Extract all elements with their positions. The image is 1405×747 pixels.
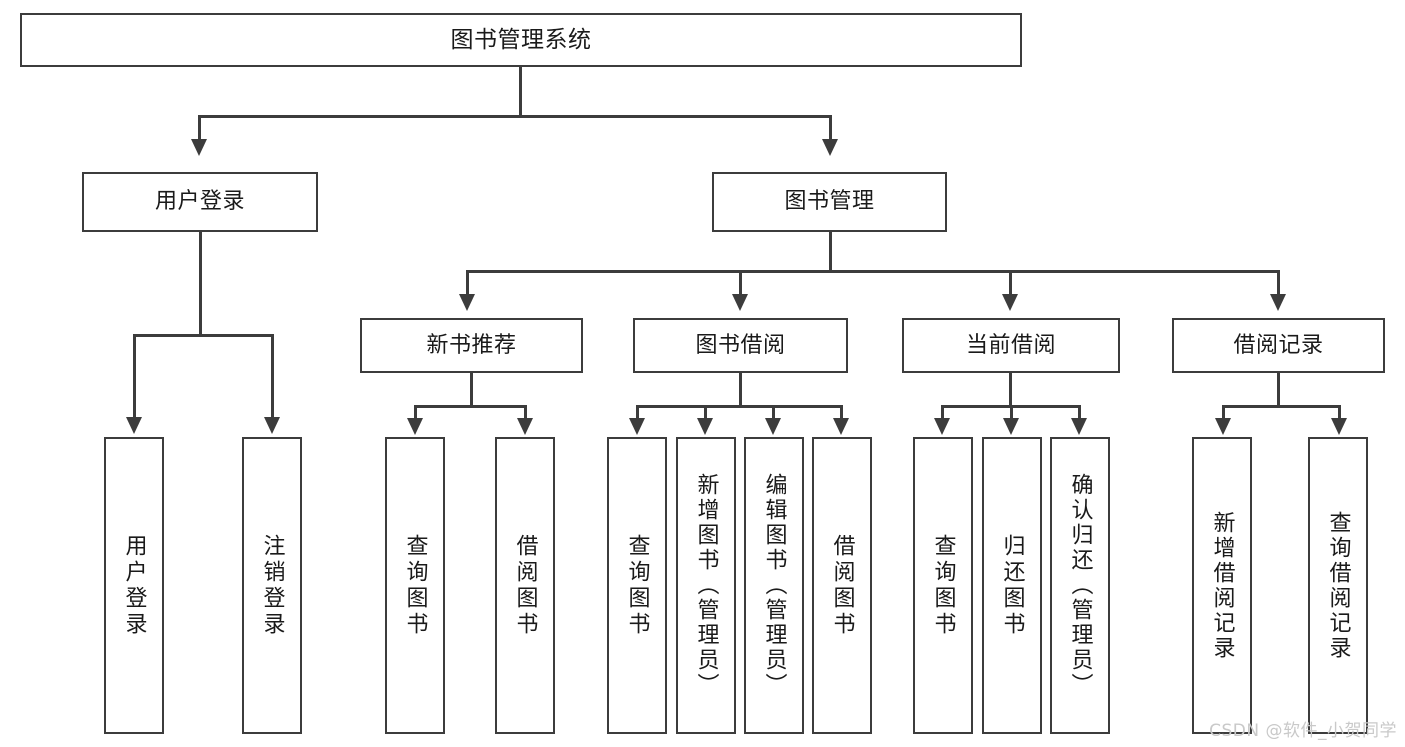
arrow-book-borrow-leaf3 <box>765 418 781 435</box>
connector-to-book-manage <box>829 115 832 141</box>
node-label: 图书借阅 <box>695 332 786 358</box>
leaf-book-edit-admin[interactable]: 编辑图书（管理员） <box>744 437 804 734</box>
connector-user-login-bus <box>133 334 273 337</box>
arrow-book-borrow-leaf2 <box>697 418 713 435</box>
arrow-to-current-borrow <box>1002 294 1018 311</box>
arrow-book-borrow-leaf1 <box>629 418 645 435</box>
connector-user-login-leaf2 <box>271 334 274 419</box>
connector-book-borrow-leaf1 <box>636 405 639 420</box>
connector-user-login-stem <box>199 232 202 334</box>
connector-book-borrow-stem <box>739 373 742 407</box>
arrow-user-login-leaf1 <box>126 417 142 434</box>
node-label: 新增借阅记录 <box>1209 510 1235 661</box>
node-label: 查询借阅记录 <box>1325 510 1351 661</box>
node-label: 编辑图书（管理员） <box>761 473 787 698</box>
connector-new-book-stem <box>470 373 473 407</box>
node-book-borrow[interactable]: 图书借阅 <box>633 318 848 373</box>
connector-to-current-borrow <box>1009 270 1012 296</box>
connector-to-user-login <box>198 115 201 141</box>
connector-current-borrow-leaf3 <box>1078 405 1081 420</box>
connector-user-login-leaf1 <box>133 334 136 419</box>
node-root-system[interactable]: 图书管理系统 <box>20 13 1022 67</box>
leaf-current-confirm-admin[interactable]: 确认归还（管理员） <box>1050 437 1110 734</box>
connector-to-new-book <box>466 270 469 296</box>
arrow-to-user-login <box>191 139 207 156</box>
connector-level2-bus <box>198 115 832 118</box>
connector-current-borrow-leaf1 <box>941 405 944 420</box>
leaf-book-borrow-action[interactable]: 借阅图书 <box>812 437 872 734</box>
node-label: 借阅图书 <box>829 533 855 638</box>
connector-borrow-record-leaf1 <box>1222 405 1225 420</box>
node-label: 查询图书 <box>402 533 428 638</box>
leaf-current-query[interactable]: 查询图书 <box>913 437 973 734</box>
node-label: 借阅记录 <box>1233 332 1324 358</box>
connector-current-borrow-stem <box>1009 373 1012 407</box>
node-user-login[interactable]: 用户登录 <box>82 172 318 232</box>
node-current-borrow[interactable]: 当前借阅 <box>902 318 1120 373</box>
arrow-new-book-leaf2 <box>517 418 533 435</box>
arrow-new-book-leaf1 <box>407 418 423 435</box>
arrow-to-book-borrow <box>732 294 748 311</box>
arrow-user-login-leaf2 <box>264 417 280 434</box>
arrow-borrow-record-leaf2 <box>1331 418 1347 435</box>
node-label: 注销登录 <box>259 533 285 638</box>
connector-book-manage-stem <box>829 232 832 272</box>
leaf-new-book-borrow[interactable]: 借阅图书 <box>495 437 555 734</box>
leaf-new-book-query[interactable]: 查询图书 <box>385 437 445 734</box>
leaf-record-add[interactable]: 新增借阅记录 <box>1192 437 1252 734</box>
arrow-book-borrow-leaf4 <box>833 418 849 435</box>
node-label: 查询图书 <box>624 533 650 638</box>
leaf-current-return[interactable]: 归还图书 <box>982 437 1042 734</box>
arrow-borrow-record-leaf1 <box>1215 418 1231 435</box>
node-label: 图书管理 <box>784 189 875 215</box>
arrow-current-borrow-leaf1 <box>934 418 950 435</box>
node-label: 用户登录 <box>121 533 147 638</box>
connector-book-borrow-leaf3 <box>772 405 775 420</box>
node-label: 当前借阅 <box>965 332 1056 358</box>
connector-book-borrow-bus <box>636 405 842 408</box>
connector-new-book-leaf1 <box>414 405 417 420</box>
connector-new-book-bus <box>414 405 526 408</box>
leaf-book-borrow-query[interactable]: 查询图书 <box>607 437 667 734</box>
leaf-user-logout[interactable]: 注销登录 <box>242 437 302 734</box>
connector-root-stem <box>519 67 522 115</box>
connector-borrow-record-stem <box>1277 373 1280 407</box>
node-label: 归还图书 <box>999 533 1025 638</box>
watermark-text: CSDN @软件_小贺同学 <box>1209 721 1397 741</box>
arrow-current-borrow-leaf3 <box>1071 418 1087 435</box>
leaf-user-login[interactable]: 用户登录 <box>104 437 164 734</box>
arrow-to-book-manage <box>822 139 838 156</box>
node-label: 查询图书 <box>930 533 956 638</box>
connector-borrow-record-bus <box>1222 405 1340 408</box>
node-label: 借阅图书 <box>512 533 538 638</box>
node-new-book-recommend[interactable]: 新书推荐 <box>360 318 583 373</box>
connector-new-book-leaf2 <box>524 405 527 420</box>
node-label: 新增图书（管理员） <box>693 473 719 698</box>
arrow-current-borrow-leaf2 <box>1003 418 1019 435</box>
node-label: 用户登录 <box>154 189 245 215</box>
node-label: 确认归还（管理员） <box>1067 473 1093 698</box>
arrow-to-new-book <box>459 294 475 311</box>
connector-book-borrow-leaf2 <box>704 405 707 420</box>
node-book-management[interactable]: 图书管理 <box>712 172 947 232</box>
connector-to-borrow-record <box>1277 270 1280 296</box>
leaf-book-add-admin[interactable]: 新增图书（管理员） <box>676 437 736 734</box>
connector-to-book-borrow <box>739 270 742 296</box>
leaf-record-query[interactable]: 查询借阅记录 <box>1308 437 1368 734</box>
node-label: 图书管理系统 <box>450 26 592 53</box>
connector-current-borrow-leaf2 <box>1010 405 1013 420</box>
arrow-to-borrow-record <box>1270 294 1286 311</box>
connector-book-borrow-leaf4 <box>840 405 843 420</box>
connector-borrow-record-leaf2 <box>1338 405 1341 420</box>
node-label: 新书推荐 <box>426 332 517 358</box>
connector-level3-bus <box>466 270 1278 273</box>
node-borrow-record[interactable]: 借阅记录 <box>1172 318 1385 373</box>
